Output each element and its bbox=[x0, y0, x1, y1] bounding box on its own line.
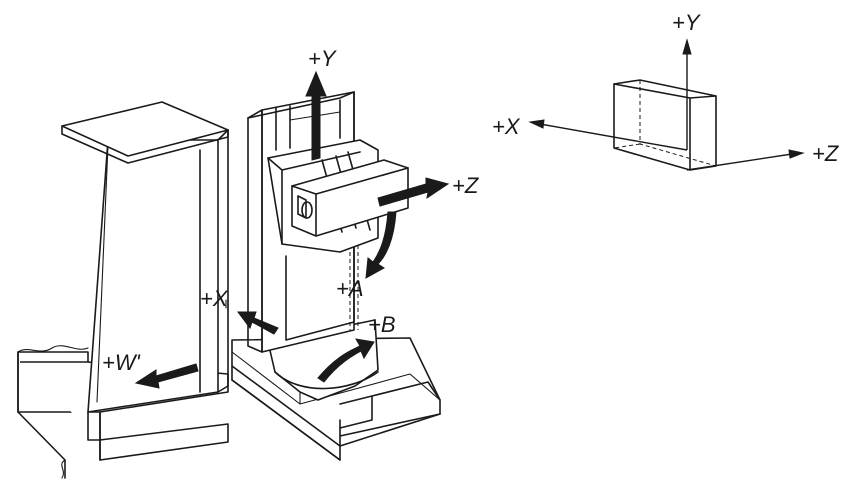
ref-y-label: +Y bbox=[672, 10, 701, 35]
reference-box-front bbox=[613, 83, 691, 171]
b-axis-label: +B bbox=[368, 312, 396, 337]
column-guides bbox=[349, 245, 359, 330]
b-axis-arrow bbox=[317, 338, 375, 383]
y-axis-label: +Y bbox=[308, 46, 337, 71]
milling-machine: +B +X +Z +Y +A bbox=[200, 46, 480, 461]
a-axis-label: +A bbox=[336, 276, 364, 301]
ref-x-label: +X bbox=[492, 114, 521, 139]
floor-break-line-bottom bbox=[61, 459, 66, 479]
x-axis-arrow bbox=[237, 311, 279, 335]
column-lower-ram bbox=[285, 239, 355, 341]
pillar-side bbox=[217, 129, 229, 393]
spindle-box bbox=[291, 159, 409, 237]
pillar-inner-edge bbox=[96, 144, 109, 403]
reference-box-side bbox=[689, 95, 717, 171]
ref-z-label: +Z bbox=[812, 141, 840, 166]
pillar-top-plate-edge bbox=[61, 125, 229, 164]
table-pillar: +W' bbox=[17, 101, 229, 479]
z-axis-label: +Z bbox=[452, 173, 480, 198]
a-axis-arrow bbox=[365, 211, 397, 279]
y-axis-arrow bbox=[305, 70, 327, 161]
reference-box-hidden-edges bbox=[613, 80, 717, 167]
reference-box-top bbox=[613, 79, 717, 99]
w-axis-label: +W' bbox=[102, 350, 141, 375]
floor-slab-edge bbox=[17, 351, 66, 479]
coordinate-system: +Y +X +Z bbox=[492, 10, 840, 171]
floor-break-line bbox=[17, 345, 89, 353]
base-slot bbox=[339, 395, 373, 429]
z-axis-arrow bbox=[377, 177, 450, 207]
ref-z-axis bbox=[686, 153, 793, 171]
column-side bbox=[247, 109, 263, 353]
x-axis-label: +X bbox=[200, 286, 229, 311]
w-axis-arrow bbox=[134, 363, 199, 389]
ref-x-axis bbox=[539, 123, 688, 151]
